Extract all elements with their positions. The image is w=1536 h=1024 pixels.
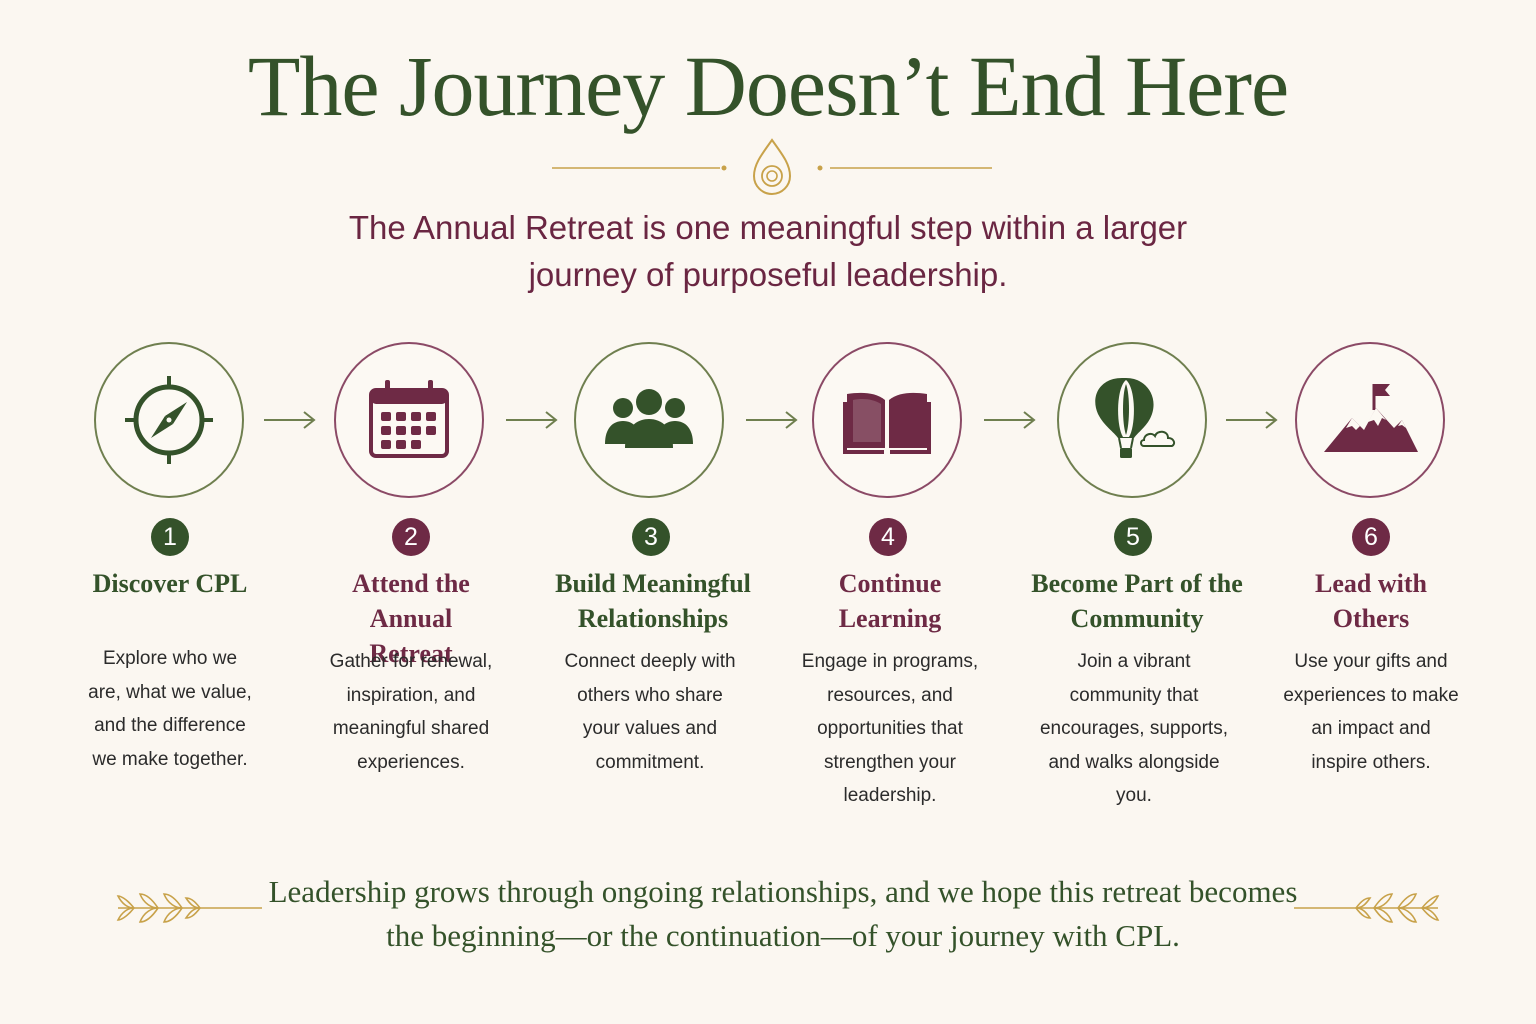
step-3-icon-circle — [574, 342, 724, 498]
closing-message: Leadership grows through ongoing relatio… — [268, 874, 1298, 953]
arrow-right-icon — [1226, 411, 1278, 429]
ornamental-divider — [552, 138, 992, 195]
step-1-title: Discover CPL — [92, 569, 248, 598]
page-title: The Journey Doesn’t End Here — [247, 38, 1289, 134]
laurel-sprig-left-icon — [116, 893, 262, 923]
step-5-number-badge: 5 — [1114, 518, 1152, 556]
step-4-description: Engage in programs, resources, and oppor… — [801, 651, 979, 806]
people-group-icon — [605, 389, 693, 448]
step-3-number-badge: 3 — [632, 518, 670, 556]
step-1-number-badge: 1 — [151, 518, 189, 556]
laurel-sprig-right-icon — [1294, 893, 1440, 923]
arrow-right-icon — [746, 411, 798, 429]
step-2-number-badge: 2 — [392, 518, 430, 556]
calendar-icon — [369, 380, 449, 458]
step-5-title: Become Part of the Community — [1031, 569, 1243, 633]
step-6-title: Lead with Others — [1315, 569, 1427, 633]
mountain-flag-icon — [1324, 384, 1418, 452]
step-5-icon-circle — [1057, 342, 1207, 498]
step-5-description: Join a vibrant community that encourages… — [1039, 651, 1228, 806]
step-3-title: Build Meaningful Relationships — [555, 569, 751, 633]
step-1-description: Explore who we are, what we value, and t… — [88, 648, 252, 770]
arrow-right-icon — [506, 411, 558, 429]
step-3-description: Connect deeply with others who share you… — [564, 651, 736, 773]
step-6-icon-circle — [1295, 342, 1445, 498]
hot-air-balloon-icon — [1095, 378, 1176, 458]
subtitle: The Annual Retreat is one meaningful ste… — [348, 209, 1188, 293]
step-4-icon-circle — [812, 342, 962, 498]
step-6-number-badge: 6 — [1352, 518, 1390, 556]
step-2-title: Attend the Annual Retreat — [352, 569, 470, 668]
arrow-right-icon — [264, 411, 316, 429]
open-book-icon — [843, 392, 931, 454]
drop-swirl-icon — [752, 138, 792, 195]
step-2-icon-circle — [334, 342, 484, 498]
step-4-title: Continue Learning — [838, 569, 942, 633]
step-6-description: Use your gifts and experiences to make a… — [1283, 651, 1459, 773]
compass-icon — [125, 376, 213, 464]
step-1-icon-circle — [94, 342, 244, 498]
step-4-number-badge: 4 — [869, 518, 907, 556]
step-2-description: Gather for renewal, inspiration, and mea… — [329, 651, 493, 773]
arrow-right-icon — [984, 411, 1036, 429]
